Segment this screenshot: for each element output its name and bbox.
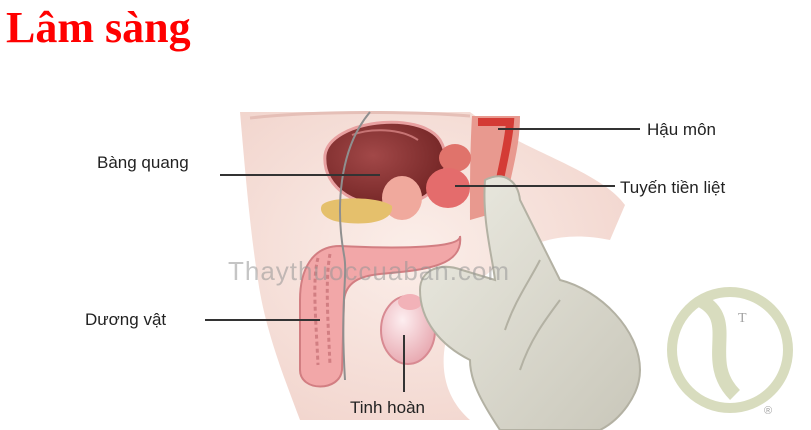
label-bladder: Bàng quang [97, 153, 189, 172]
label-penis: Dương vật [85, 310, 167, 329]
slide-title: Lâm sàng [6, 3, 191, 52]
watermark: Thaythuoccuaban.com [228, 256, 511, 286]
gloved-hand [418, 175, 642, 430]
label-prostate: Tuyến tiền liệt [620, 178, 726, 197]
label-testis: Tinh hoàn [350, 398, 425, 417]
pubic-bone [320, 198, 393, 224]
logo: T ® [667, 287, 793, 417]
logo-registered: ® [764, 405, 772, 417]
penis [299, 111, 462, 388]
label-anus: Hậu môn [647, 120, 716, 139]
logo-letter: T [738, 311, 747, 326]
